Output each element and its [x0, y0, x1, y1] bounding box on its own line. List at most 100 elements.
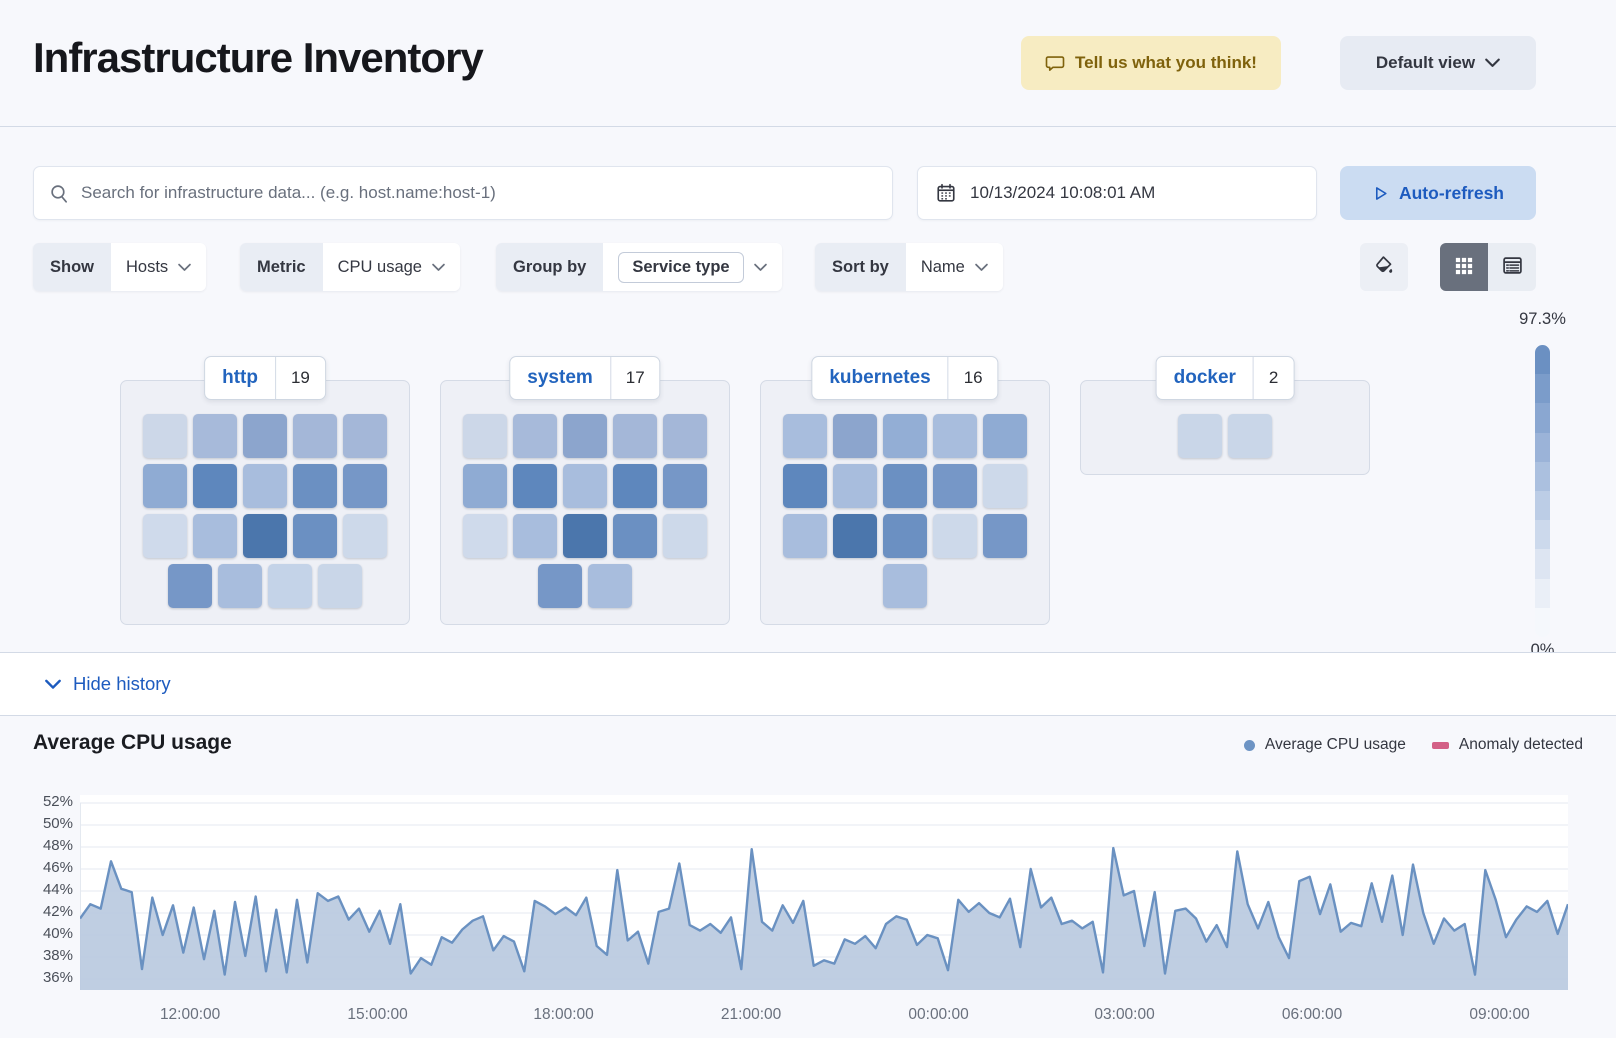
host-square[interactable] — [933, 464, 977, 508]
host-square[interactable] — [463, 414, 507, 458]
host-square[interactable] — [293, 464, 337, 508]
y-tick-label: 44% — [42, 881, 73, 898]
host-square[interactable] — [613, 464, 657, 508]
chart-plot-area[interactable] — [80, 795, 1568, 990]
paint-fill-button[interactable] — [1360, 243, 1408, 291]
host-square[interactable] — [783, 514, 827, 558]
pill-divider — [274, 357, 276, 399]
search-input[interactable] — [81, 183, 876, 203]
host-square[interactable] — [318, 564, 362, 608]
service-name-link[interactable]: docker — [1173, 367, 1236, 388]
legend-step — [1535, 461, 1550, 492]
host-square[interactable] — [143, 414, 187, 458]
waffle-row — [441, 414, 729, 458]
host-square[interactable] — [143, 464, 187, 508]
host-square[interactable] — [783, 414, 827, 458]
host-square[interactable] — [143, 514, 187, 558]
cpu-area-series — [80, 848, 1568, 990]
host-square[interactable] — [563, 514, 607, 558]
host-square[interactable] — [243, 514, 287, 558]
legend-item-avg-cpu[interactable]: Average CPU usage — [1243, 736, 1406, 754]
x-tick-label: 09:00:00 — [1469, 1006, 1530, 1023]
host-square[interactable] — [513, 514, 557, 558]
service-host-count: 2 — [1268, 368, 1279, 387]
groupby-filter-value[interactable]: Service type — [618, 251, 744, 283]
host-square[interactable] — [243, 414, 287, 458]
datetime-picker[interactable]: 10/13/2024 10:08:01 AM — [917, 166, 1317, 220]
legend-item-anomaly[interactable]: Anomaly detected — [1431, 736, 1583, 754]
host-square[interactable] — [1178, 414, 1222, 458]
hide-history-toggle[interactable]: Hide history — [45, 673, 171, 695]
host-square[interactable] — [983, 514, 1027, 558]
host-square[interactable] — [538, 564, 582, 608]
sortby-filter[interactable]: Sort by Name — [815, 243, 1003, 291]
grid-view-button[interactable] — [1440, 243, 1488, 291]
host-square[interactable] — [833, 514, 877, 558]
waffle-row — [1081, 414, 1369, 458]
paint-fill-icon — [1374, 255, 1395, 279]
host-square[interactable] — [243, 464, 287, 508]
host-square[interactable] — [663, 464, 707, 508]
host-square[interactable] — [193, 514, 237, 558]
host-square[interactable] — [933, 514, 977, 558]
host-square[interactable] — [833, 414, 877, 458]
host-square[interactable] — [983, 414, 1027, 458]
waffle-row — [441, 464, 729, 508]
host-square[interactable] — [218, 564, 262, 608]
waffle-row — [121, 514, 409, 558]
host-square[interactable] — [343, 414, 387, 458]
datetime-value: 10/13/2024 10:08:01 AM — [970, 183, 1156, 202]
table-view-button[interactable] — [1488, 243, 1536, 291]
host-square[interactable] — [613, 514, 657, 558]
chevron-down-icon — [1485, 58, 1500, 68]
feedback-button[interactable]: Tell us what you think! — [1021, 36, 1281, 90]
host-square[interactable] — [588, 564, 632, 608]
host-square[interactable] — [513, 464, 557, 508]
legend-avg-cpu-label: Average CPU usage — [1264, 736, 1406, 753]
waffle-row — [761, 514, 1049, 558]
host-square[interactable] — [563, 464, 607, 508]
auto-refresh-button[interactable]: Auto-refresh — [1340, 166, 1536, 220]
host-square[interactable] — [293, 514, 337, 558]
host-square[interactable] — [293, 414, 337, 458]
service-name-link[interactable]: kubernetes — [829, 367, 931, 388]
host-square[interactable] — [933, 414, 977, 458]
show-filter[interactable]: Show Hosts — [33, 243, 207, 291]
host-square[interactable] — [613, 414, 657, 458]
host-square[interactable] — [343, 514, 387, 558]
host-square[interactable] — [883, 564, 927, 608]
host-square[interactable] — [193, 464, 237, 508]
host-square[interactable] — [463, 514, 507, 558]
service-name-link[interactable]: http — [222, 367, 258, 388]
host-square[interactable] — [193, 414, 237, 458]
host-square[interactable] — [783, 464, 827, 508]
legend-step — [1535, 549, 1550, 579]
host-square[interactable] — [563, 414, 607, 458]
host-square[interactable] — [663, 414, 707, 458]
host-square[interactable] — [883, 414, 927, 458]
host-square[interactable] — [1228, 414, 1272, 458]
host-square[interactable] — [833, 464, 877, 508]
host-square[interactable] — [168, 564, 212, 608]
y-tick-label: 38% — [42, 947, 73, 964]
host-square[interactable] — [268, 564, 312, 608]
metric-filter-label: Metric — [240, 243, 323, 291]
service-name-link[interactable]: system — [527, 367, 593, 388]
host-square[interactable] — [343, 464, 387, 508]
view-selector-button[interactable]: Default view — [1340, 36, 1536, 90]
metric-filter-value: CPU usage — [337, 257, 422, 276]
host-square[interactable] — [983, 464, 1027, 508]
legend-step — [1535, 491, 1550, 521]
legend-anomaly-label: Anomaly detected — [1458, 736, 1583, 753]
host-square[interactable] — [883, 514, 927, 558]
hide-history-label: Hide history — [73, 673, 171, 694]
host-square[interactable] — [463, 464, 507, 508]
host-square[interactable] — [883, 464, 927, 508]
metric-filter[interactable]: Metric CPU usage — [240, 243, 460, 291]
waffle-row — [761, 464, 1049, 508]
host-square[interactable] — [663, 514, 707, 558]
chevron-down-icon — [753, 263, 767, 272]
host-square[interactable] — [513, 414, 557, 458]
groupby-filter[interactable]: Group by Service type — [496, 243, 782, 291]
